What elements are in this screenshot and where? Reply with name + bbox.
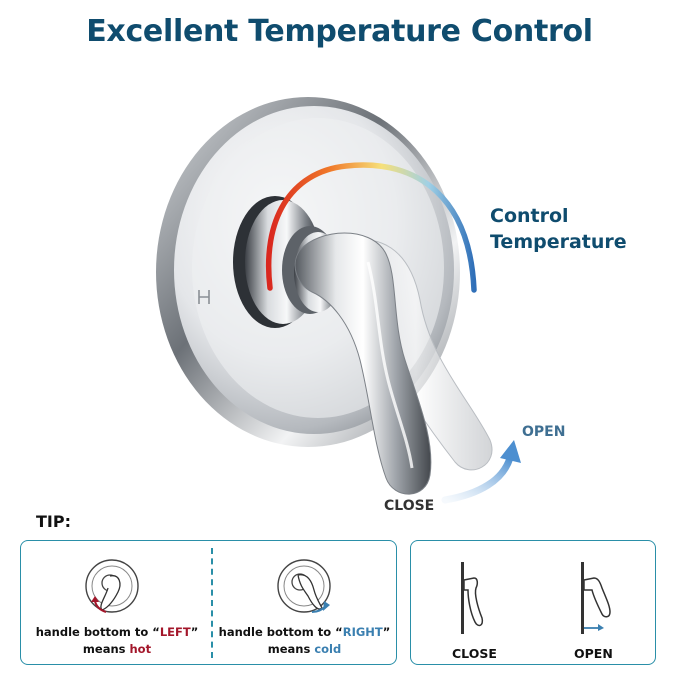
- tip-panel-hot-cold: [20, 540, 397, 665]
- quote-close: ”: [190, 625, 199, 639]
- cold-caption-value: cold: [314, 642, 342, 656]
- control-temperature-label: Control Temperature: [490, 203, 627, 255]
- quote-close: ”: [382, 625, 391, 639]
- hot-caption-dir: LEFT: [159, 625, 191, 639]
- callout-line2: Temperature: [490, 231, 627, 253]
- callout-line1: Control: [490, 205, 569, 227]
- open-arrow-icon: [441, 440, 521, 504]
- cold-caption-prefix: handle bottom to: [218, 625, 336, 639]
- panel-divider: [211, 548, 213, 658]
- hot-caption-prefix: handle bottom to: [35, 625, 153, 639]
- shower-valve-icon: [156, 97, 521, 504]
- open-label: OPEN: [522, 424, 566, 440]
- quote-open: “: [152, 625, 160, 639]
- close-label: CLOSE: [384, 498, 435, 514]
- cold-valve-icon: [277, 559, 331, 613]
- page-title: Excellent Temperature Control: [86, 14, 593, 49]
- hot-caption: handle bottom to “LEFT” means hot: [22, 624, 212, 658]
- tip-panel-open-close: [410, 540, 656, 665]
- close-position-label: CLOSE: [452, 646, 497, 661]
- cold-caption-means: means: [267, 642, 315, 656]
- hot-caption-means: means: [82, 642, 130, 656]
- open-side-view-icon: [581, 562, 611, 634]
- tip-label: TIP:: [36, 512, 71, 531]
- cold-caption-dir: RIGHT: [342, 625, 383, 639]
- close-side-view-icon: [461, 562, 484, 634]
- open-position-label: OPEN: [574, 646, 613, 661]
- hot-caption-value: hot: [129, 642, 152, 656]
- quote-open: “: [335, 625, 343, 639]
- hot-valve-icon: [85, 559, 139, 613]
- cold-caption: handle bottom to “RIGHT” means cold: [212, 624, 397, 658]
